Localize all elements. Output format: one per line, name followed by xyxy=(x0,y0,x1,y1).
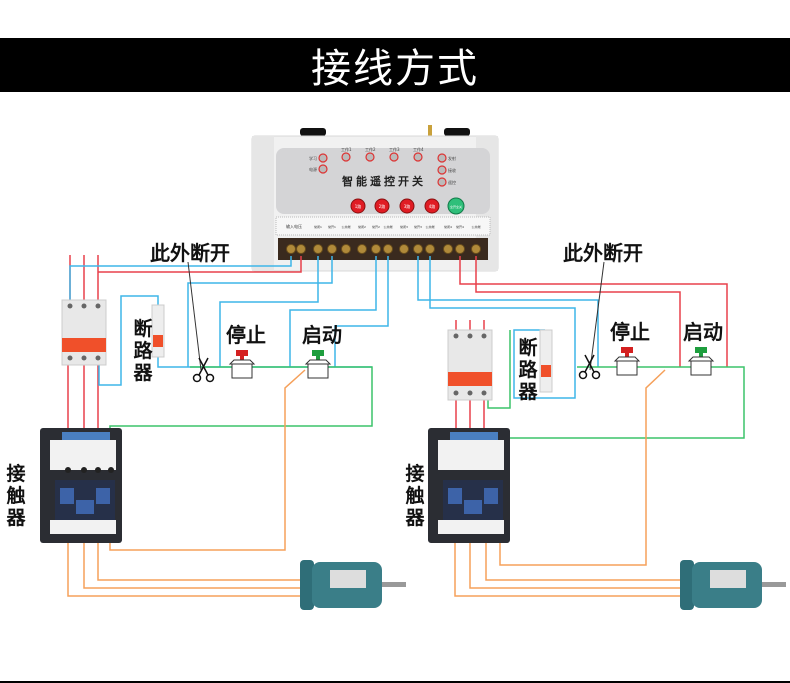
right-start-label: 启动 xyxy=(683,320,723,344)
title-bar: 接线方式 xyxy=(0,38,790,92)
terminal-label: 常闭4 xyxy=(444,224,452,229)
right-cut-label: 此外断开 xyxy=(563,241,643,265)
scissors-icon xyxy=(578,354,601,380)
remote-controller: 学习 电源 工作1 工作2 工作3 工作4 发射 接收 遥控 智能遥控开关 1路… xyxy=(251,125,499,272)
left-breaker-3p xyxy=(61,299,107,366)
led-label: 工作2 xyxy=(365,146,376,152)
antenna-icon xyxy=(428,125,432,137)
channel-1-button xyxy=(350,198,366,214)
page-title: 接线方式 xyxy=(311,46,479,92)
terminal-screw xyxy=(383,244,393,254)
right-breaker-label: 断路器 xyxy=(518,337,538,403)
left-contactor-label: 接触器 xyxy=(6,463,26,529)
mount-tab-left xyxy=(300,128,326,136)
led-label: 发射 xyxy=(448,155,456,161)
terminal-screws xyxy=(286,244,481,254)
terminal-screw xyxy=(455,244,465,254)
right-stop-button xyxy=(613,347,641,376)
terminal-screw xyxy=(341,244,351,254)
led-power xyxy=(318,164,328,174)
button-label: 全开全关 xyxy=(450,204,462,209)
channel-4-button xyxy=(424,198,440,214)
left-stop-button xyxy=(228,350,256,379)
controller-name: 智能遥控开关 xyxy=(342,174,426,188)
mount-tab-right xyxy=(444,128,470,136)
terminal-screw xyxy=(399,244,409,254)
terminal-label: 常闭1 xyxy=(314,224,322,229)
button-label: 1路 xyxy=(355,203,362,209)
led-label: 学习 xyxy=(309,155,317,161)
terminal-screw xyxy=(286,244,296,254)
controller-buttons: 1路 2路 3路 4路 全开全关 xyxy=(350,197,465,215)
led-transmit xyxy=(437,153,447,163)
left-motor xyxy=(300,560,406,610)
indicator-leds: 学习 电源 工作1 工作2 工作3 工作4 发射 接收 遥控 xyxy=(309,146,456,187)
terminal-screw xyxy=(313,244,323,254)
led-work-4 xyxy=(413,152,423,162)
terminal-label: 公共端 xyxy=(471,224,480,229)
all-on-off-button xyxy=(447,197,465,215)
led-label: 工作3 xyxy=(389,146,400,152)
terminal-label: 常开2 xyxy=(372,224,380,229)
led-learn xyxy=(318,153,328,163)
channel-2-button xyxy=(374,198,390,214)
left-breaker-1p xyxy=(151,304,165,358)
left-breaker-label: 断路器 xyxy=(133,318,153,384)
terminal-label: 常闭2 xyxy=(358,224,366,229)
right-contactor-label: 接触器 xyxy=(405,463,425,529)
led-work-1 xyxy=(341,152,351,162)
led-label: 遥控 xyxy=(448,179,456,185)
led-receive xyxy=(437,165,447,175)
left-contactor xyxy=(40,428,122,543)
channel-3-button xyxy=(399,198,415,214)
left-wires xyxy=(67,255,389,597)
terminal-screw xyxy=(296,244,306,254)
bottom-rule xyxy=(0,681,790,683)
button-label: 4路 xyxy=(429,203,436,209)
terminal-screw xyxy=(471,244,481,254)
led-work-3 xyxy=(389,152,399,162)
terminal-label: 常开3 xyxy=(414,224,422,229)
right-start-button xyxy=(687,347,715,376)
left-stop-label: 停止 xyxy=(226,323,266,347)
terminal-label: 公共端 xyxy=(425,224,434,229)
right-stop-label: 停止 xyxy=(610,320,650,344)
terminal-label: 输入电压 xyxy=(286,223,302,229)
terminal-label: 常开4 xyxy=(456,224,464,229)
terminal-label: 公共端 xyxy=(383,224,392,229)
terminal-screw xyxy=(413,244,423,254)
terminal-label: 常闭3 xyxy=(400,224,408,229)
terminal-screw xyxy=(443,244,453,254)
right-breaker-3p xyxy=(447,329,493,401)
led-label: 接收 xyxy=(448,167,456,173)
left-start-button xyxy=(304,350,332,379)
right-breaker-1p xyxy=(539,329,553,393)
left-cut-label: 此外断开 xyxy=(150,241,230,265)
terminal-label: 常开1 xyxy=(328,224,336,229)
terminal-label: 公共端 xyxy=(341,224,350,229)
right-wires xyxy=(417,256,745,597)
terminal-screw xyxy=(371,244,381,254)
led-label: 工作1 xyxy=(341,146,352,152)
led-label: 电源 xyxy=(309,166,317,172)
led-work-2 xyxy=(365,152,375,162)
led-label: 工作4 xyxy=(413,146,424,152)
terminal-screw xyxy=(425,244,435,254)
button-label: 3路 xyxy=(404,203,411,209)
terminal-screw xyxy=(357,244,367,254)
led-remote xyxy=(437,177,447,187)
scissors-icon xyxy=(192,357,215,383)
terminal-screw xyxy=(327,244,337,254)
right-contactor xyxy=(428,428,510,543)
button-label: 2路 xyxy=(379,203,386,209)
left-start-label: 启动 xyxy=(302,323,342,347)
right-motor xyxy=(680,560,786,610)
